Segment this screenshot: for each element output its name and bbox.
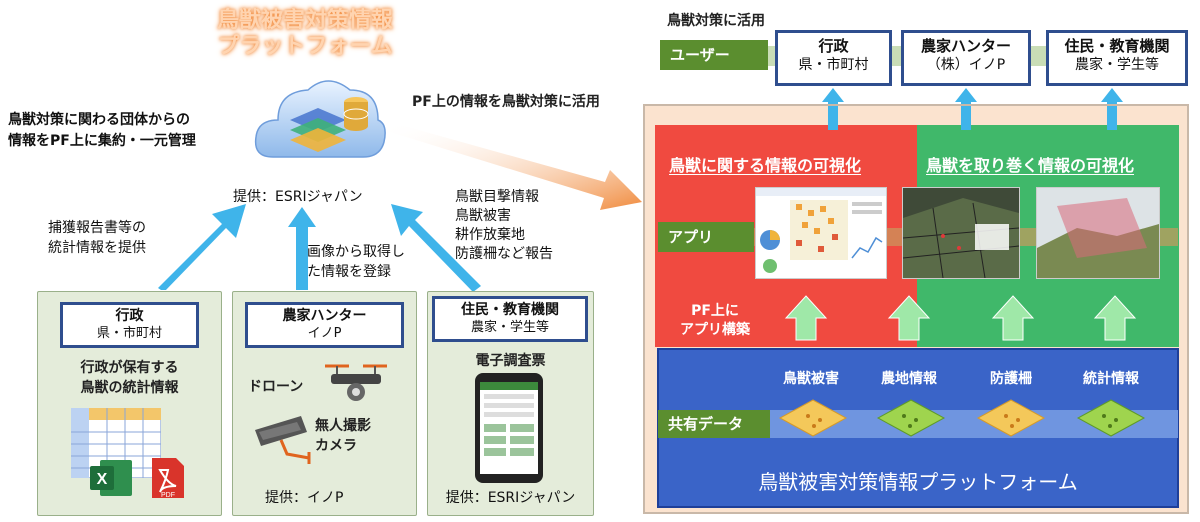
database-icon bbox=[343, 97, 369, 131]
org-box-government: 行政 県・市町村 bbox=[60, 302, 199, 348]
upward-arrow-icon bbox=[784, 295, 828, 341]
app-tag: アプリ bbox=[658, 222, 754, 252]
platform-footer: 鳥獣被害対策情報プラットフォーム bbox=[758, 470, 1078, 494]
upward-arrow-icon bbox=[961, 106, 971, 130]
upward-arrow-icon bbox=[1107, 106, 1117, 130]
inop-credit: 提供：イノP bbox=[265, 490, 344, 506]
upward-arrow-icon bbox=[288, 207, 316, 290]
pdf-icon: PDF bbox=[152, 458, 184, 499]
data-label-wildlife-damage: 鳥獣被害 bbox=[783, 371, 839, 387]
svg-text:PDF: PDF bbox=[161, 492, 175, 499]
orange-arrow-icon bbox=[390, 122, 642, 210]
image-info-label: 画像から取得し た情報を登録 bbox=[307, 244, 405, 280]
data-label-farmland: 農地情報 bbox=[881, 371, 937, 387]
resident-reports-label: 鳥獣目撃情報 鳥獣被害 耕作放棄地 防護柵など報告 bbox=[455, 189, 553, 262]
capture-reports-label: 捕獲報告書等の 統計情報を提供 bbox=[48, 220, 146, 256]
data-tile-icon bbox=[1076, 399, 1146, 437]
aggregate-caption: 鳥獣対策に関わる団体からの 情報をPF上に集約・一元管理 bbox=[8, 112, 196, 149]
data-label-statistics: 統計情報 bbox=[1083, 371, 1139, 387]
upward-arrow-icon bbox=[1093, 295, 1137, 341]
shared-data-tag: 共有データ bbox=[658, 410, 770, 438]
phone-icon bbox=[475, 373, 543, 483]
source-panel-farmer-hunter: 農家ハンター イノP ドローン 無人撮影 カメラ 提供：イノP bbox=[232, 291, 417, 516]
cloud-icon bbox=[254, 80, 386, 158]
3d-map-app-screenshot bbox=[902, 187, 1020, 279]
upward-arrow-icon bbox=[828, 106, 838, 130]
dashboard-app-screenshot bbox=[755, 187, 887, 279]
upward-arrow-icon bbox=[158, 204, 246, 290]
camera-icon bbox=[255, 416, 311, 464]
survey-label: 電子調査票 bbox=[475, 353, 546, 369]
platform-title: 鳥獣被害対策情報 プラットフォーム bbox=[216, 8, 393, 59]
usage-title: 鳥獣対策に活用 bbox=[667, 13, 765, 29]
layer-stack-icon bbox=[290, 108, 346, 152]
terrain-app-screenshot bbox=[1036, 187, 1160, 279]
svg-text:X: X bbox=[97, 471, 108, 488]
pf-usage-label: PF上の情報を鳥獣対策に活用 bbox=[412, 94, 600, 110]
user-tag: ユーザー bbox=[660, 40, 768, 70]
upward-arrow-icon bbox=[991, 295, 1035, 341]
camera-label: 無人撮影 カメラ bbox=[315, 418, 371, 454]
data-tile-icon bbox=[976, 399, 1046, 437]
excel-icon: X bbox=[90, 460, 132, 496]
data-tile-icon bbox=[778, 399, 848, 437]
esri-credit-bottom: 提供：ESRIジャパン bbox=[445, 490, 576, 506]
drone-label: ドローン bbox=[248, 379, 304, 395]
upward-arrow-icon bbox=[887, 295, 931, 341]
data-label-fence: 防護柵 bbox=[990, 371, 1032, 387]
drone-icon bbox=[325, 364, 387, 401]
esri-credit-top: 提供：ESRIジャパン bbox=[233, 189, 363, 205]
source-panel-residents: 住民・教育機関 農家・学生等 電子調査票 提供：ESRIジャパン bbox=[427, 291, 594, 516]
source-panel-government: 行政 県・市町村 行政が保有する 鳥獣の統計情報 X PDF bbox=[37, 291, 222, 516]
build-app-label: PF上に アプリ構築 bbox=[680, 303, 750, 338]
org-box-residents: 住民・教育機関 農家・学生等 bbox=[432, 296, 588, 342]
government-stats-label: 行政が保有する 鳥獣の統計情報 bbox=[80, 360, 179, 396]
user-box-farmer-hunter: 農家ハンター （株）イノP bbox=[901, 30, 1031, 86]
user-box-residents: 住民・教育機関 農家・学生等 bbox=[1046, 30, 1188, 86]
wildlife-visualization-title: 鳥獣に関する情報の可視化 bbox=[669, 156, 862, 175]
upward-arrow-icon bbox=[391, 204, 481, 292]
data-tile-icon bbox=[876, 399, 946, 437]
user-box-government: 行政 県・市町村 bbox=[775, 30, 892, 86]
org-box-farmer-hunter: 農家ハンター イノP bbox=[245, 302, 404, 348]
surrounding-visualization-title: 鳥獣を取り巻く情報の可視化 bbox=[926, 156, 1135, 175]
